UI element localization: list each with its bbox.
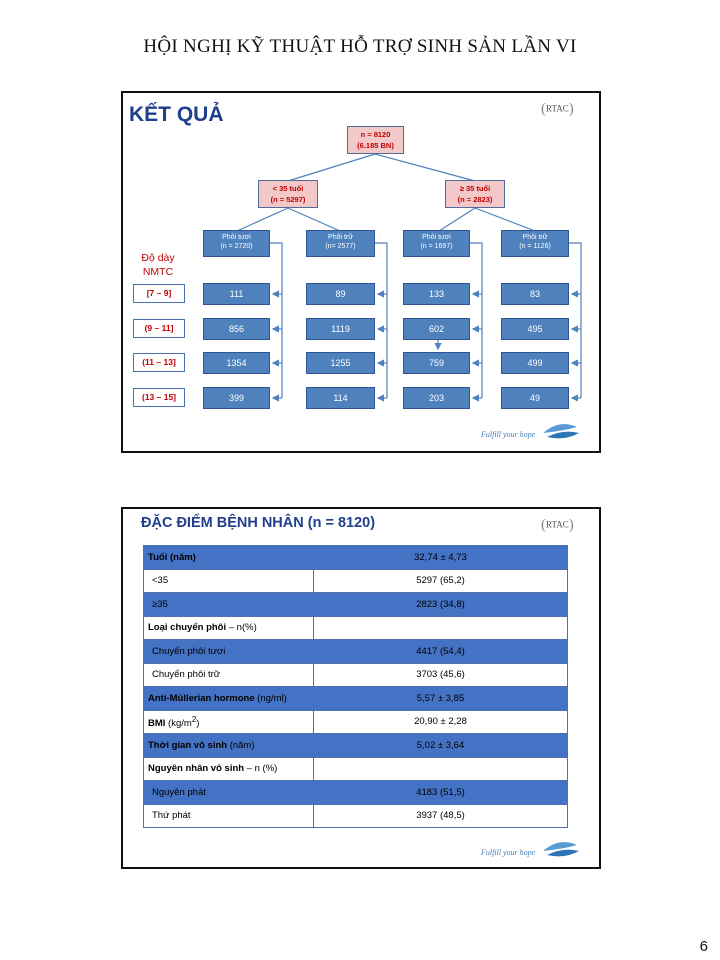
value-cell: 1119 <box>306 318 375 340</box>
row-value: 32,74 ± 4,73 <box>313 545 568 570</box>
table-row: Chuyển phôi trữ 3703 (45,6) <box>143 662 568 687</box>
row-label: Thời gian vô sinh (năm) <box>143 733 314 758</box>
range-label: (13 – 15] <box>133 388 185 407</box>
row-label: Chuyển phôi trữ <box>143 662 314 687</box>
table-row: Nguyên phát 4183 (51,5) <box>143 780 568 805</box>
row-label: Tuổi (năm) <box>143 545 314 570</box>
value-cell: 399 <box>203 387 270 409</box>
row-label: ≥35 <box>143 592 314 617</box>
table-row: Thời gian vô sinh (năm) 5,02 ± 3,64 <box>143 733 568 758</box>
slide-title: ĐẶC ĐIỂM BỆNH NHÂN (n = 8120) <box>141 515 376 531</box>
table-row: <35 5297 (65,2) <box>143 568 568 593</box>
value-cell: 49 <box>501 387 569 409</box>
value-cell: 856 <box>203 318 270 340</box>
tagline: Fulfill your hope <box>481 430 536 439</box>
document-header: HỘI NGHỊ KỸ THUẬT HỖ TRỢ SINH SẢN LẦN VI <box>143 36 577 57</box>
value-cell: 759 <box>403 352 470 374</box>
row-label: Thứ phát <box>143 803 314 828</box>
row-label: Nguyên nhân vô sinh – n (%) <box>143 756 314 781</box>
tree-connectors <box>236 153 582 402</box>
table-row: Chuyển phôi tươi 4417 (54,4) <box>143 639 568 664</box>
value-cell: 499 <box>501 352 569 374</box>
tagline: Fulfill your hope <box>481 848 536 857</box>
table-row: Loại chuyển phôi – n(%) <box>143 615 568 640</box>
row-value: 2823 (34,8) <box>313 592 568 617</box>
slide-patient-characteristics: ĐẶC ĐIỂM BỆNH NHÂN (n = 8120) (RTAC) Tuổ… <box>121 507 601 869</box>
patient-table: Tuổi (năm) 32,74 ± 4,73 <35 5297 (65,2) … <box>143 545 568 828</box>
row-label: <35 <box>143 568 314 593</box>
rtac-logo: (RTAC) <box>541 101 574 117</box>
row-label: Anti-Müllerian hormone (ng/ml) <box>143 686 314 711</box>
leaf-logo-icon <box>543 424 579 439</box>
leaf-logo-icon <box>543 842 579 857</box>
subgroup-fresh-under35: Phôi tươi(n = 2720) <box>203 230 270 257</box>
value-cell: 203 <box>403 387 470 409</box>
table-row: BMI (kg/m2) 20,90 ± 2,28 <box>143 709 568 734</box>
row-value: 5,57 ± 3,85 <box>313 686 568 711</box>
value-cell: 111 <box>203 283 270 305</box>
subgroup-frozen-under35: Phôi trữ(n= 2577) <box>306 230 375 257</box>
root-node: n = 8120(6.185 BN) <box>347 126 404 154</box>
value-cell: 83 <box>501 283 569 305</box>
value-cell: 89 <box>306 283 375 305</box>
subgroup-frozen-35plus: Phôi trữ(n = 1126) <box>501 230 569 257</box>
table-row: Nguyên nhân vô sinh – n (%) <box>143 756 568 781</box>
row-label: BMI (kg/m2) <box>143 709 314 734</box>
row-label: Chuyển phôi tươi <box>143 639 314 664</box>
group-35-plus: ≥ 35 tuổi(n = 2823) <box>445 180 505 208</box>
row-value <box>313 615 568 640</box>
row-value: 4417 (54,4) <box>313 639 568 664</box>
table-row: Tuổi (năm) 32,74 ± 4,73 <box>143 545 568 570</box>
value-cell: 495 <box>501 318 569 340</box>
value-cell: 1255 <box>306 352 375 374</box>
rtac-logo: (RTAC) <box>541 517 574 533</box>
row-value: 4183 (51,5) <box>313 780 568 805</box>
row-value <box>313 756 568 781</box>
row-value: 20,90 ± 2,28 <box>313 709 568 734</box>
row-value: 5,02 ± 3,64 <box>313 733 568 758</box>
row-label: Loại chuyển phôi – n(%) <box>143 615 314 640</box>
subgroup-fresh-35plus: Phôi tươi(n = 1697) <box>403 230 470 257</box>
value-cell: 602 <box>403 318 470 340</box>
row-label: Nguyên phát <box>143 780 314 805</box>
range-label: [7 – 9] <box>133 284 185 303</box>
group-under-35: < 35 tuổi(n = 5297) <box>258 180 318 208</box>
row-value: 3937 (48,5) <box>313 803 568 828</box>
slide-title: KẾT QUẢ <box>129 103 224 126</box>
slide-results: KẾT QUẢ (RTAC) n = 8120(6.185 BN) < 35 t… <box>121 91 601 453</box>
table-row: ≥35 2823 (34,8) <box>143 592 568 617</box>
range-label: (9 – 11] <box>133 319 185 338</box>
table-row: Anti-Müllerian hormone (ng/ml) 5,57 ± 3,… <box>143 686 568 711</box>
row-value: 3703 (45,6) <box>313 662 568 687</box>
table-row: Thứ phát 3937 (48,5) <box>143 803 568 828</box>
value-cell: 114 <box>306 387 375 409</box>
page-number: 6 <box>699 938 708 955</box>
row-value: 5297 (65,2) <box>313 568 568 593</box>
range-label: (11 – 13] <box>133 353 185 372</box>
value-cell: 133 <box>403 283 470 305</box>
value-cell: 1354 <box>203 352 270 374</box>
